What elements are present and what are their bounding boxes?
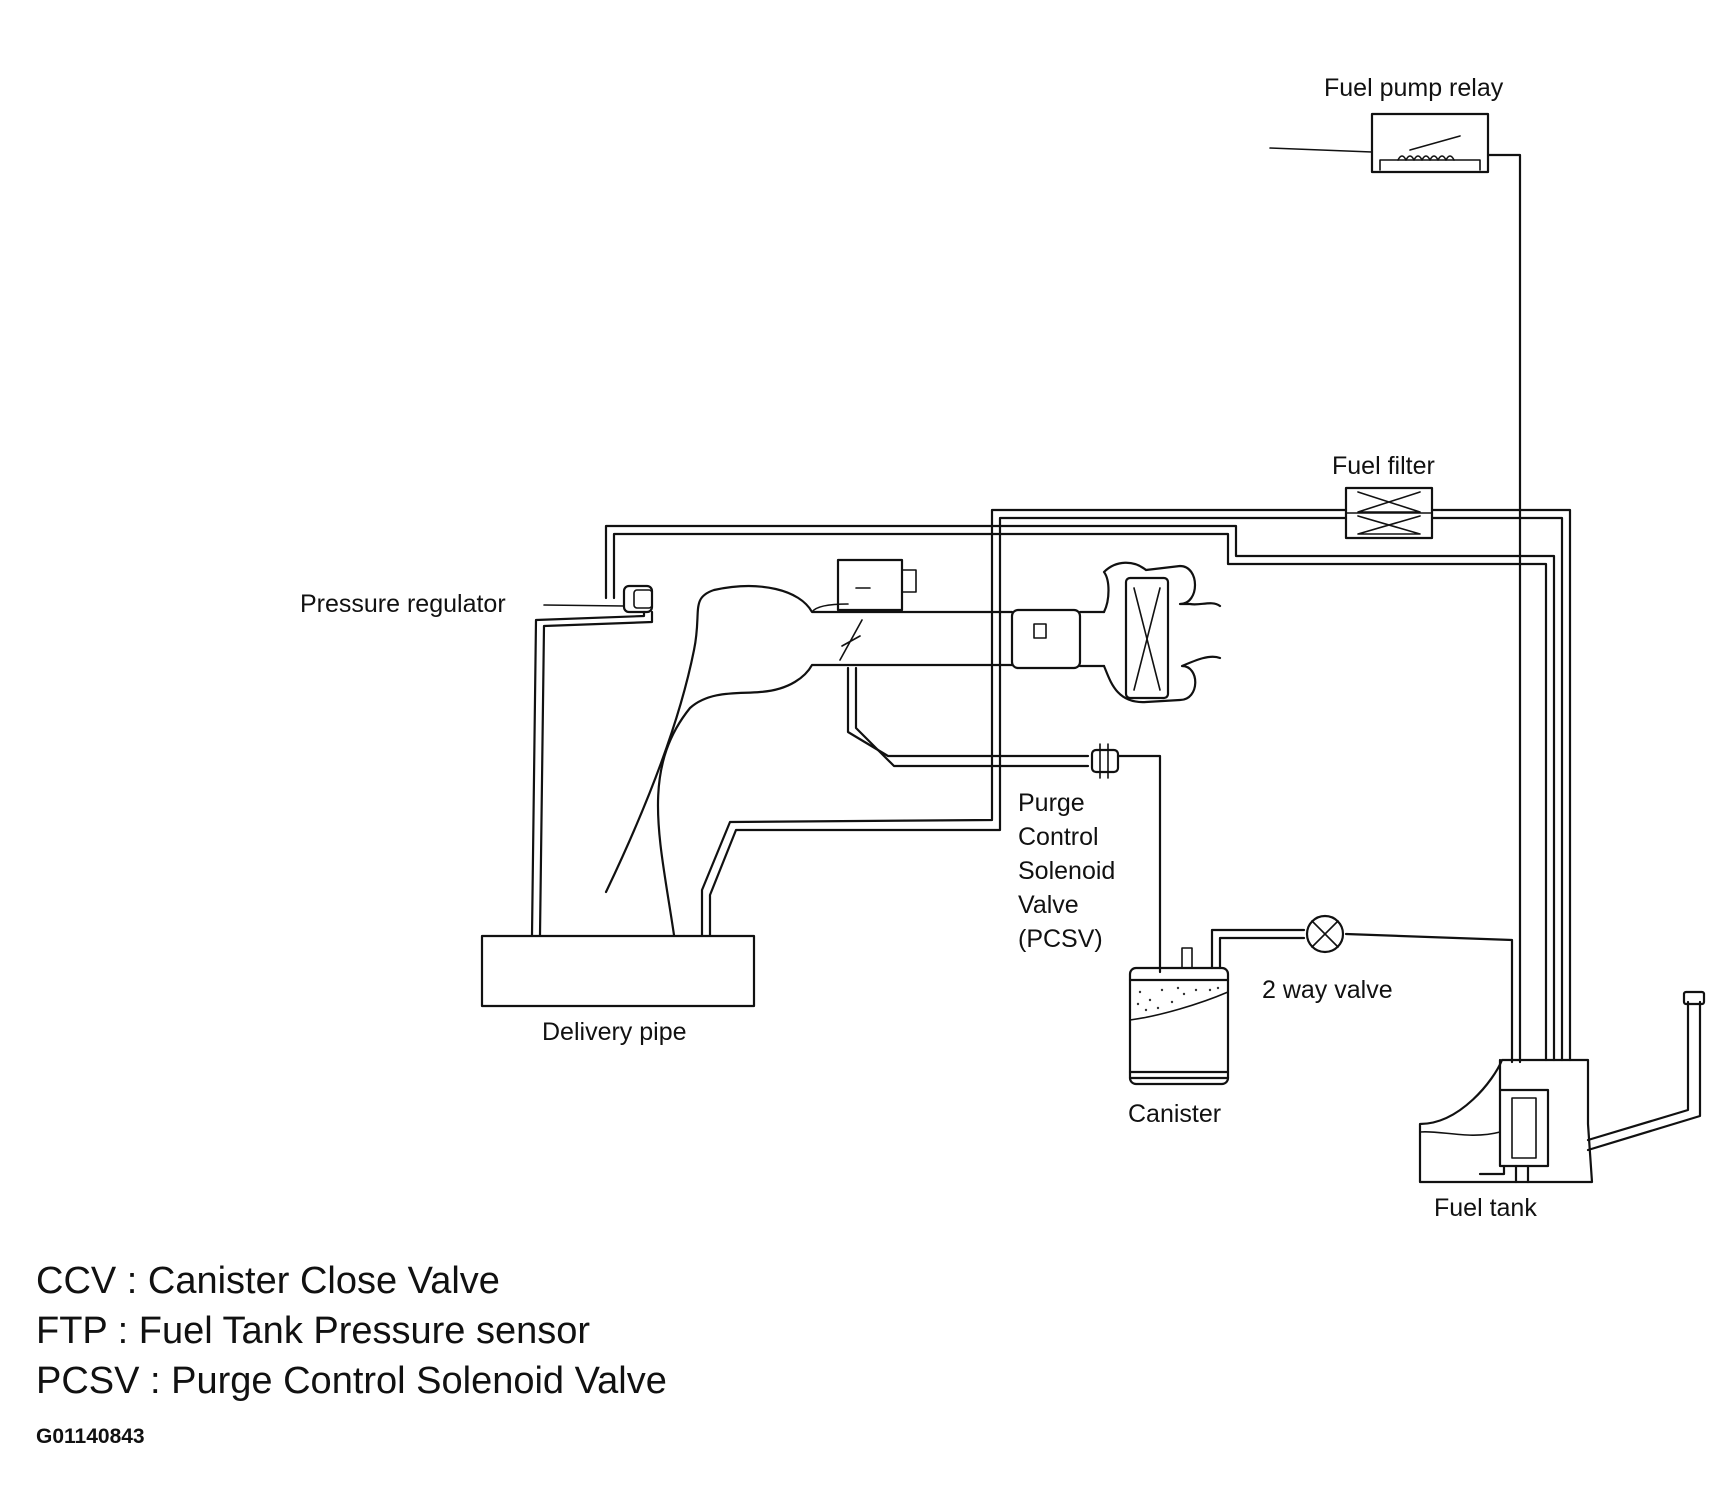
pcsv-symbol xyxy=(1090,743,1120,779)
fuel-return-line xyxy=(604,524,1556,1062)
pcsv-label-line-5: (PCSV) xyxy=(1018,925,1103,953)
legend-ftp: FTP : Fuel Tank Pressure sensor xyxy=(36,1310,591,1352)
sensor-box xyxy=(836,558,917,612)
canister-symbol xyxy=(1128,947,1230,1086)
relay-wire xyxy=(1486,153,1522,1064)
fuel-tank-label: Fuel tank xyxy=(1434,1194,1537,1222)
fuel-pump-relay-symbol xyxy=(1269,112,1490,174)
pressure-regulator-symbol xyxy=(530,584,654,937)
fuel-filter-symbol xyxy=(1344,486,1434,540)
fuel-supply-line xyxy=(700,508,1572,1062)
canister-label: Canister xyxy=(1128,1100,1222,1128)
two-way-valve-symbol xyxy=(1305,914,1345,954)
two-way-valve-label: 2 way valve xyxy=(1262,976,1393,1004)
delivery-pipe-label: Delivery pipe xyxy=(542,1018,687,1046)
fuel-tank-symbol xyxy=(1418,990,1706,1184)
fuel-filter-label: Fuel filter xyxy=(1332,452,1435,480)
figure-id: G01140843 xyxy=(36,1425,145,1448)
purge-line xyxy=(846,666,1162,974)
intake-manifold xyxy=(604,585,1014,937)
pcsv-label-line-2: Control xyxy=(1018,823,1099,851)
legend-ccv: CCV : Canister Close Valve xyxy=(36,1260,500,1302)
fuel-pump-relay-label: Fuel pump relay xyxy=(1324,74,1504,102)
pressure-regulator-label: Pressure regulator xyxy=(300,590,506,618)
legend-pcsv: PCSV : Purge Control Solenoid Valve xyxy=(36,1360,667,1402)
pcsv-label-line-4: Valve xyxy=(1018,891,1079,919)
vapor-line xyxy=(1210,928,1514,1064)
pcsv-label-line-3: Solenoid xyxy=(1018,857,1116,885)
delivery-pipe-symbol xyxy=(480,934,756,1008)
air-cleaner xyxy=(1010,561,1222,704)
pcsv-label: Purge Control Solenoid Valve (PCSV) xyxy=(1018,786,1115,956)
pcsv-label-line-1: Purge xyxy=(1018,789,1085,817)
